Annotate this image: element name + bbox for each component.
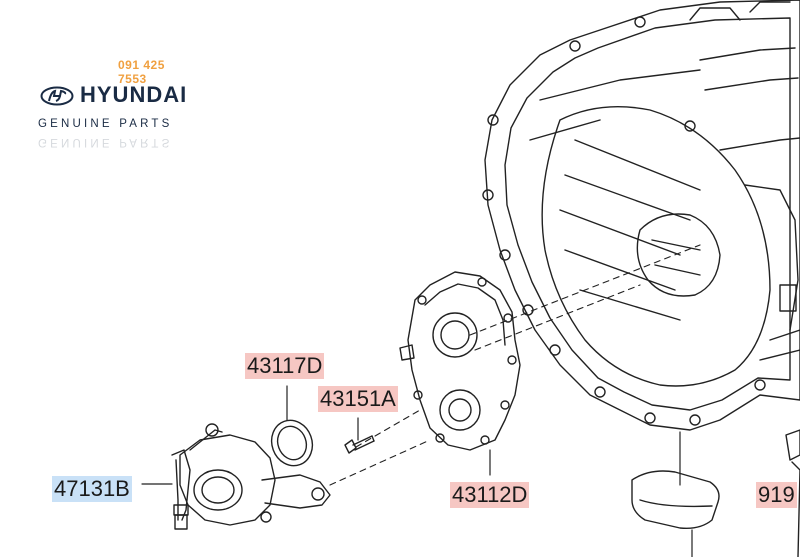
callout-47131B[interactable]: 47131B: [52, 476, 132, 502]
hyundai-logo: HYUNDAI: [38, 80, 198, 110]
hyundai-emblem-icon: [40, 86, 74, 106]
callout-919[interactable]: 919: [756, 482, 797, 508]
callout-43117D[interactable]: 43117D: [245, 353, 325, 379]
transmission-housing-part: [482, 0, 800, 431]
assembly-dashed-lines: [329, 244, 701, 486]
logo-wordmark: HYUNDAI: [80, 82, 188, 107]
slave-cylinder-part: [171, 423, 331, 530]
bolt-part: [344, 435, 375, 454]
leader-lines: [141, 385, 693, 557]
phone-number: 091 425 7553: [118, 58, 165, 86]
callout-43112D[interactable]: 43112D: [450, 482, 530, 508]
tagline-reflection: GENUINE PARTS: [38, 136, 173, 148]
cover-plate-part: [399, 271, 521, 451]
seal-ring-part: [270, 419, 314, 467]
bracket-part: [785, 429, 800, 557]
tagline: GENUINE PARTS: [38, 118, 173, 130]
callout-43151A[interactable]: 43151A: [318, 386, 398, 412]
rubber-plug-part: [631, 470, 720, 530]
